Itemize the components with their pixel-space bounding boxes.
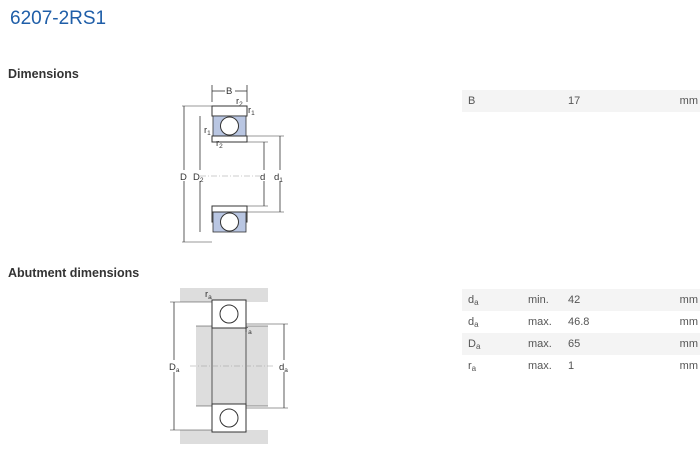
label-ra-top: ra (205, 289, 212, 301)
symbol: d (468, 315, 475, 328)
unit: mm (664, 333, 700, 355)
table-row: da max. 46.8 mm (462, 311, 700, 333)
symbol: d (468, 293, 475, 306)
value: 65 (562, 333, 664, 355)
symbol: D (468, 337, 476, 350)
table-row: da min. 42 mm (462, 289, 700, 311)
unit: mm (679, 316, 698, 328)
unit: mm (664, 90, 700, 112)
label-r1-top: r1 (248, 105, 255, 117)
table-row: Da max. 65 mm (462, 333, 700, 355)
label-D: D (180, 172, 187, 183)
value: 1 (568, 360, 575, 372)
bearing-dimensions-diagram: B D D2 d d1 r2 r1 r1 r2 (180, 85, 284, 243)
unit: mm (679, 360, 698, 372)
label-B: B (226, 86, 232, 97)
abutment-heading: Abutment dimensions (8, 266, 140, 280)
label-d1: d1 (274, 172, 283, 184)
table-row: ra max. 1 mm (462, 355, 700, 377)
qualifier: max. (528, 360, 552, 372)
label-Da: Da (169, 362, 180, 374)
dimensions-heading: Dimensions (8, 67, 79, 81)
abutment-table: da min. 42 mm da max. 46.8 mm Da max. 65… (462, 289, 700, 377)
abutment-diagram: Da da ra ra (169, 288, 288, 444)
label-D2: D2 (193, 172, 204, 184)
qualifier: min. (522, 289, 562, 311)
qualifier: max. (522, 333, 562, 355)
qualifier: max. (528, 316, 552, 328)
table-row: B 17 mm (462, 90, 700, 112)
page-title: 6207-2RS1 (10, 8, 107, 29)
label-r1-left: r1 (204, 125, 211, 137)
dimensions-table: B 17 mm (462, 90, 700, 112)
qualifier (522, 90, 562, 112)
label-ra-inner: ra (245, 324, 252, 336)
value: 42 (562, 289, 664, 311)
label-r2-top: r2 (236, 96, 243, 108)
value: 17 (562, 90, 664, 112)
label-d: d (260, 172, 265, 183)
unit: mm (664, 289, 700, 311)
label-da: da (279, 362, 288, 374)
symbol: B (468, 94, 476, 107)
value: 46.8 (568, 316, 590, 328)
label-r2-inner: r2 (216, 138, 223, 150)
symbol: r (468, 359, 472, 372)
